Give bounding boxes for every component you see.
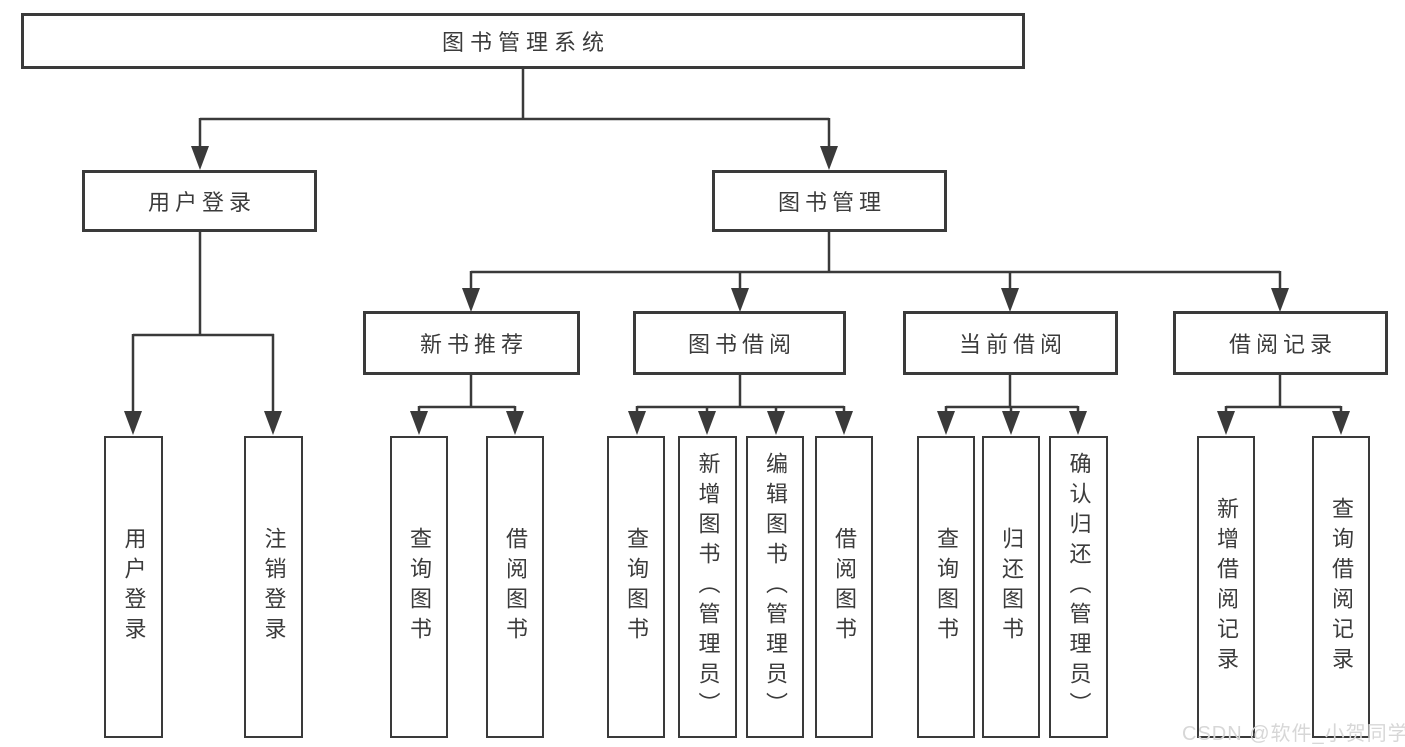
node-library-system: 图书管理系统 [21,13,1025,69]
leaf-query-books-3: 查询图书 [917,436,975,738]
leaf-logout-label: 注销登录 [261,527,287,647]
leaf-query-borrow-record: 查询借阅记录 [1312,436,1370,738]
leaf-query-books-1-label: 查询图书 [407,527,432,647]
leaf-query-borrow-record-label: 查询借阅记录 [1329,497,1354,677]
leaf-return-book-label: 归还图书 [999,527,1024,647]
leaf-query-books-2-label: 查询图书 [624,527,649,647]
leaf-edit-book-admin: 编辑图书（管理员） [746,436,804,738]
leaf-user-login: 用户登录 [104,436,163,738]
leaf-borrow-books-1-label: 借阅图书 [503,527,528,647]
leaf-query-books-1: 查询图书 [390,436,448,738]
leaf-borrow-books-2: 借阅图书 [815,436,873,738]
leaf-confirm-return-admin: 确认归还（管理员） [1049,436,1108,738]
leaf-edit-book-admin-label: 编辑图书（管理员） [763,452,788,722]
node-book-borrowing: 图书借阅 [633,311,846,375]
leaf-query-books-3-label: 查询图书 [934,527,959,647]
node-current-borrowing: 当前借阅 [903,311,1118,375]
leaf-query-books-2: 查询图书 [607,436,665,738]
leaf-add-borrow-record-label: 新增借阅记录 [1214,497,1239,677]
leaf-add-book-admin-label: 新增图书（管理员） [695,452,721,722]
leaf-confirm-return-admin-label: 确认归还（管理员） [1066,452,1092,722]
node-book-management: 图书管理 [712,170,947,232]
leaf-user-login-label: 用户登录 [121,527,147,647]
leaf-borrow-books-1: 借阅图书 [486,436,544,738]
leaf-return-book: 归还图书 [982,436,1040,738]
leaf-borrow-books-2-label: 借阅图书 [832,527,857,647]
arrowheads [124,146,1350,435]
node-user-login: 用户登录 [82,170,317,232]
watermark: CSDN @软件_小贺同学 [1182,723,1405,745]
leaf-add-borrow-record: 新增借阅记录 [1197,436,1255,738]
leaf-logout: 注销登录 [244,436,303,738]
node-new-book-recommend: 新书推荐 [363,311,580,375]
leaf-add-book-admin: 新增图书（管理员） [678,436,737,738]
node-borrowing-records: 借阅记录 [1173,311,1388,375]
